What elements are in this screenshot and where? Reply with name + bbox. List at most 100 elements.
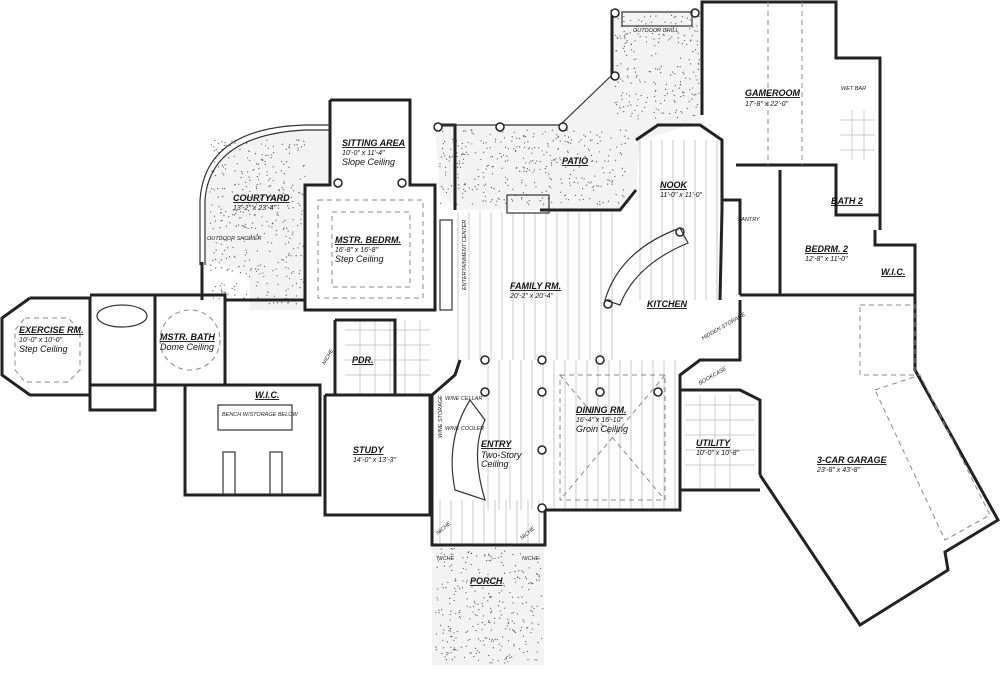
paving-dot bbox=[695, 48, 697, 51]
paving-dot bbox=[471, 189, 473, 191]
paving-dot bbox=[234, 289, 236, 291]
paving-dot bbox=[233, 214, 236, 216]
paving-dot bbox=[441, 147, 444, 150]
paving-dot bbox=[507, 159, 509, 161]
paving-dot bbox=[683, 92, 685, 94]
paving-dot bbox=[242, 237, 244, 239]
paving-dot bbox=[616, 50, 618, 52]
paving-dot bbox=[494, 141, 497, 143]
paving-dot bbox=[487, 573, 489, 575]
paving-dot bbox=[491, 199, 493, 201]
paving-dot bbox=[523, 142, 526, 144]
paving-dot bbox=[492, 659, 494, 661]
paving-dot bbox=[285, 261, 287, 263]
paving-dot bbox=[698, 63, 700, 65]
paving-dot bbox=[491, 155, 494, 158]
paving-dot bbox=[220, 267, 223, 269]
paving-dot bbox=[612, 169, 614, 171]
paving-dot bbox=[255, 270, 258, 272]
paving-dot bbox=[277, 207, 280, 209]
paving-dot bbox=[291, 285, 294, 287]
paving-dot bbox=[691, 98, 693, 100]
paving-dot bbox=[489, 133, 491, 135]
paving-dot bbox=[476, 614, 478, 616]
paving-dot bbox=[568, 177, 570, 180]
paving-dot bbox=[439, 165, 441, 168]
paving-dot bbox=[493, 622, 495, 624]
paving-dot bbox=[627, 67, 629, 70]
sitting-area-title: SITTING AREA bbox=[342, 138, 405, 148]
paving-dot bbox=[448, 630, 450, 632]
paving-dot bbox=[497, 660, 499, 662]
pantry-label: PANTRY bbox=[738, 217, 760, 223]
paving-dot bbox=[223, 284, 225, 286]
paving-dot bbox=[497, 197, 499, 199]
paving-dot bbox=[242, 211, 244, 213]
paving-dot bbox=[244, 223, 247, 225]
paving-dot bbox=[278, 190, 280, 192]
paving-dot bbox=[298, 139, 300, 141]
paving-dot bbox=[680, 110, 682, 113]
paving-dot bbox=[451, 636, 453, 638]
paving-dot bbox=[637, 118, 639, 120]
paving-dot bbox=[291, 272, 293, 274]
paving-dot bbox=[556, 134, 558, 136]
paving-dot bbox=[292, 206, 294, 209]
paving-dot bbox=[504, 160, 506, 162]
paving-dot bbox=[224, 164, 226, 166]
paving-dot bbox=[227, 247, 229, 249]
paving-dot bbox=[634, 109, 636, 111]
paving-dot bbox=[500, 561, 502, 564]
paving-dot bbox=[252, 205, 254, 207]
paving-dot bbox=[674, 101, 676, 103]
paving-dot bbox=[490, 629, 492, 631]
bathtub bbox=[96, 304, 148, 328]
paving-dot bbox=[548, 185, 550, 187]
mstr-bedrm-ceiling: Step Ceiling bbox=[335, 254, 384, 264]
paving-dot bbox=[443, 629, 445, 631]
paving-dot bbox=[299, 286, 301, 289]
paving-dot bbox=[474, 614, 476, 616]
paving-dot bbox=[297, 202, 299, 204]
paving-dot bbox=[254, 199, 256, 201]
paving-dot bbox=[283, 181, 285, 183]
paving-dot bbox=[484, 195, 486, 197]
paving-dot bbox=[460, 154, 463, 156]
paving-dot bbox=[590, 181, 592, 183]
paving-dot bbox=[288, 166, 290, 168]
mstr-bath-ceiling: Dome Ceiling bbox=[160, 342, 214, 352]
paving-dot bbox=[627, 33, 629, 35]
paving-dot bbox=[624, 171, 626, 173]
paving-dot bbox=[243, 240, 246, 243]
paving-dot bbox=[459, 163, 461, 165]
paving-dot bbox=[458, 187, 460, 190]
paving-dot bbox=[620, 95, 622, 97]
paving-dot bbox=[450, 148, 452, 150]
paving-dot bbox=[219, 284, 221, 287]
paving-dot bbox=[463, 130, 465, 132]
paving-dot bbox=[661, 112, 663, 114]
paving-dot bbox=[533, 607, 535, 610]
paving-dot bbox=[220, 235, 222, 238]
paving-dot bbox=[285, 199, 288, 201]
paving-dot bbox=[295, 282, 297, 285]
paving-dot bbox=[514, 565, 517, 567]
paving-dot bbox=[637, 115, 639, 117]
paving-dot bbox=[275, 234, 278, 236]
paving-dot bbox=[465, 568, 467, 571]
paving-dot bbox=[528, 567, 530, 569]
paving-dot bbox=[263, 194, 265, 196]
paving-dot bbox=[441, 186, 443, 188]
paving-dot bbox=[223, 291, 225, 293]
paving-dot bbox=[277, 211, 279, 213]
paving-dot bbox=[512, 553, 514, 556]
paving-dot bbox=[646, 41, 648, 43]
paving-dot bbox=[236, 163, 238, 165]
paving-dot bbox=[587, 148, 590, 150]
paving-dot bbox=[210, 264, 212, 266]
paving-dot bbox=[667, 39, 670, 41]
paving-dot bbox=[473, 600, 475, 603]
paving-dot bbox=[272, 151, 275, 154]
paving-dot bbox=[552, 140, 554, 142]
paving-dot bbox=[436, 597, 438, 599]
